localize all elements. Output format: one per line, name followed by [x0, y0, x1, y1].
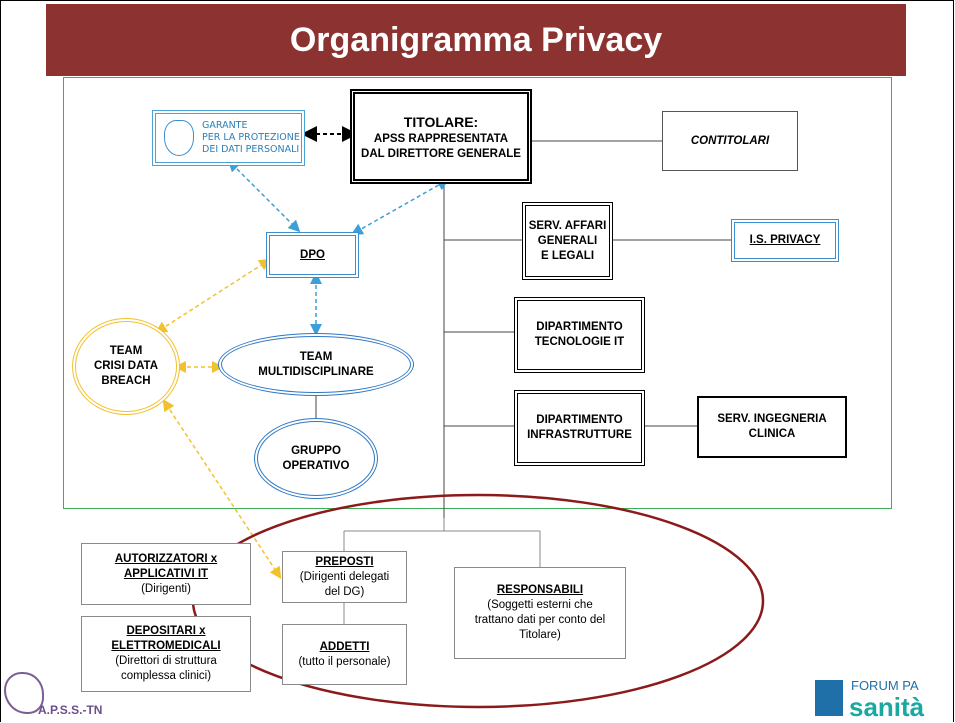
garante-line3: DEI DATI PERSONALI: [202, 144, 300, 155]
depositari-line1: DEPOSITARI x: [126, 625, 206, 637]
autorizzatori-line1: AUTORIZZATORI x: [114, 552, 218, 565]
dip-infrastrutture-line2: INFRASTRUTTURE: [527, 429, 632, 441]
lower-hierarchy-lines: [343, 518, 541, 624]
team-crisi-line1: TEAM: [109, 345, 143, 357]
responsabili-line4: Titolare): [519, 629, 561, 641]
titolare-line3: DAL DIRETTORE GENERALE: [361, 147, 521, 160]
contitolari-box: CONTITOLARI: [662, 111, 798, 171]
team-multi-line2: MULTIDISCIPLINARE: [258, 365, 374, 378]
responsabili-box: RESPONSABILI (Soggetti esterni che tratt…: [454, 567, 626, 659]
serv-affari-line2: GENERALI: [537, 234, 598, 247]
autorizzatori-line3: (Dirigenti): [141, 582, 191, 595]
gruppo-line2: OPERATIVO: [282, 459, 350, 472]
titolare-box: TITOLARE: APSS RAPPRESENTATA DAL DIRETTO…: [350, 89, 532, 184]
responsabili-line2: (Soggetti esterni che: [487, 599, 593, 611]
addetti-line2: (tutto il personale): [298, 655, 391, 668]
preposti-line2: (Dirigenti delegati: [299, 570, 390, 583]
depositari-line3: (Direttori di struttura: [115, 655, 217, 667]
is-privacy-label: I.S. PRIVACY: [749, 234, 821, 246]
serv-affari-line1: SERV. AFFARI: [528, 219, 607, 232]
preposti-line3: del DG): [324, 585, 365, 598]
team-crisi-line2: CRISI DATA: [93, 360, 159, 372]
addetti-line1: ADDETTI: [319, 640, 370, 653]
serv-ingegneria-box: SERV. INGEGNERIA CLINICA: [697, 396, 847, 458]
team-multi-line1: TEAM: [299, 350, 333, 363]
preposti-line1: PREPOSTI: [315, 555, 374, 568]
gruppo-operativo-circle: GRUPPO OPERATIVO: [254, 418, 378, 499]
dpo-box: DPO: [266, 232, 359, 278]
titolare-line1: TITOLARE:: [403, 113, 479, 130]
autorizzatori-box: AUTORIZZATORI x APPLICATIVI IT (Dirigent…: [81, 543, 251, 605]
emblem-icon: [164, 120, 194, 156]
depositari-box: DEPOSITARI x ELETTROMEDICALI (Direttori …: [81, 616, 251, 692]
page-title: Organigramma Privacy: [289, 20, 663, 59]
team-crisi-line3: BREACH: [101, 375, 151, 387]
footer-left-label: A.P.S.S.-TN: [38, 703, 103, 717]
apss-logo-icon: [4, 672, 44, 714]
forum-pa-line2: sanità: [849, 692, 925, 722]
garante-line2: PER LA PROTEZIONE: [202, 132, 300, 143]
depositari-line4: complessa clinici): [120, 670, 212, 682]
dip-tecnologie-line2: TECNOLOGIE IT: [534, 336, 625, 348]
dip-infrastrutture-line1: DIPARTIMENTO: [536, 414, 623, 426]
garante-box: GARANTE PER LA PROTEZIONE DEI DATI PERSO…: [152, 110, 305, 166]
dip-tecnologie-box: DIPARTIMENTO TECNOLOGIE IT: [514, 297, 645, 373]
hierarchy-lines: [315, 140, 731, 518]
dpo-label: DPO: [300, 248, 325, 261]
titolare-line2: APSS RAPPRESENTATA: [373, 132, 509, 145]
forum-pa-icon: [815, 680, 843, 716]
team-multidisciplinare-ellipse: TEAM MULTIDISCIPLINARE: [218, 333, 414, 396]
gruppo-line1: GRUPPO: [291, 444, 341, 457]
serv-affari-box: SERV. AFFARI GENERALI E LEGALI: [522, 202, 613, 280]
team-crisi-circle: TEAM CRISI DATA BREACH: [72, 318, 180, 415]
responsabili-line3: trattano dati per conto del: [474, 614, 606, 626]
is-privacy-box: I.S. PRIVACY: [731, 219, 839, 262]
autorizzatori-line2: APPLICATIVI IT: [123, 567, 209, 580]
serv-ingegneria-line1: SERV. INGEGNERIA: [717, 413, 827, 425]
forum-pa-logo: FORUM PA sanità: [813, 672, 955, 722]
dip-tecnologie-line1: DIPARTIMENTO: [536, 321, 623, 333]
depositari-line2: ELETTROMEDICALI: [111, 640, 221, 652]
contitolari-label: CONTITOLARI: [690, 134, 770, 147]
title-bar: [46, 4, 906, 76]
dip-infrastrutture-box: DIPARTIMENTO INFRASTRUTTURE: [514, 390, 645, 466]
preposti-box: PREPOSTI (Dirigenti delegati del DG): [282, 551, 407, 603]
org-frame: [63, 77, 892, 509]
serv-ingegneria-line2: CLINICA: [748, 428, 796, 440]
addetti-box: ADDETTI (tutto il personale): [282, 624, 407, 685]
serv-affari-line3: E LEGALI: [540, 249, 595, 262]
garante-line1: GARANTE: [202, 120, 248, 131]
forum-pa-line1: FORUM PA: [851, 678, 919, 693]
responsabili-line1: RESPONSABILI: [496, 584, 584, 596]
